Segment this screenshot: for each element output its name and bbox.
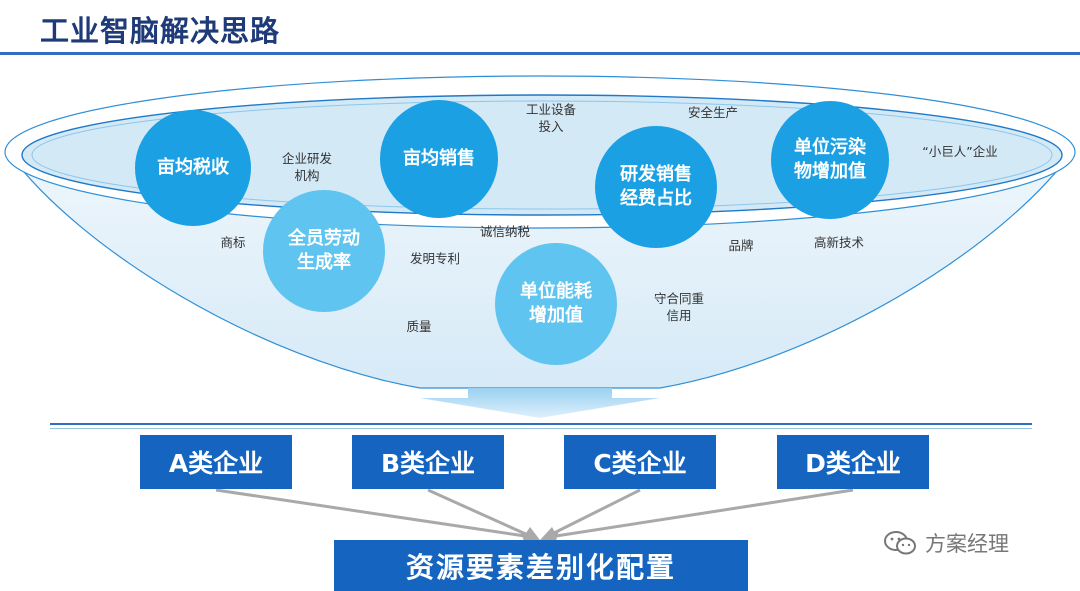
connector-lines bbox=[215, 488, 854, 538]
label-quality: 质量 bbox=[406, 319, 432, 334]
page-title: 工业智脑解决思路 bbox=[40, 14, 281, 48]
circle-mu-tax: 亩均税收 bbox=[135, 110, 251, 226]
separator-line-top bbox=[50, 423, 1032, 425]
separator-line-bottom bbox=[50, 428, 1032, 429]
label-contract-credit: 守合同重 信用 bbox=[653, 291, 704, 323]
circle-energy-value: 单位能耗 增加值 bbox=[495, 243, 617, 365]
label-honest-tax: 诚信纳税 bbox=[479, 224, 530, 239]
label-trademark: 商标 bbox=[220, 235, 246, 250]
title-underline bbox=[0, 52, 1080, 55]
circle-pollution-value: 单位污染 物增加值 bbox=[771, 101, 889, 219]
circle-labor-rate: 全员劳动 生成率 bbox=[263, 190, 385, 312]
label-high-tech: 高新技术 bbox=[813, 235, 864, 250]
category-c-box: C类企业 bbox=[564, 435, 716, 489]
label-safety: 安全生产 bbox=[687, 105, 738, 120]
label-equipment: 工业设备 投入 bbox=[525, 102, 576, 134]
funnel-arrow bbox=[420, 388, 660, 418]
label-rd-institution: 企业研发 机构 bbox=[281, 151, 332, 183]
wechat-icon bbox=[884, 531, 916, 555]
circle-rd-ratio: 研发销售 经费占比 bbox=[595, 126, 717, 248]
watermark-text: 方案经理 bbox=[925, 532, 1009, 556]
circle-mu-sales: 亩均销售 bbox=[380, 100, 498, 218]
category-a-box: A类企业 bbox=[140, 435, 292, 489]
category-d-box: D类企业 bbox=[777, 435, 929, 489]
label-patent: 发明专利 bbox=[409, 251, 460, 266]
watermark: 方案经理 bbox=[883, 528, 1009, 558]
category-b-box: B类企业 bbox=[352, 435, 504, 489]
label-little-giant: “小巨人”企业 bbox=[922, 144, 998, 159]
result-box: 资源要素差别化配置 bbox=[334, 540, 748, 591]
label-brand: 品牌 bbox=[728, 238, 754, 253]
